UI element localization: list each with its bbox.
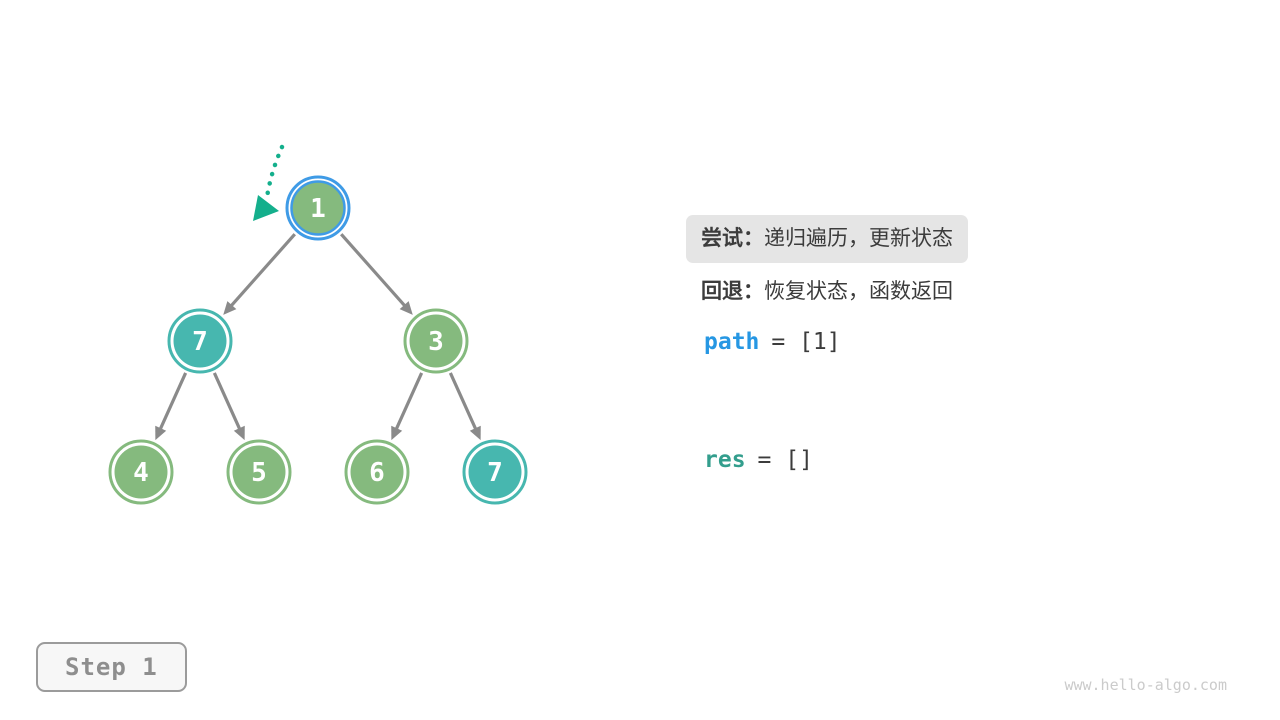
res-variable-value: = [] bbox=[757, 447, 813, 473]
traversal-pointer-dots bbox=[264, 144, 285, 200]
tree-node-n1: 1 bbox=[285, 175, 351, 241]
traversal-pointer-arrowhead bbox=[253, 195, 279, 221]
tree-node-n5: 5 bbox=[226, 439, 292, 505]
tree-node-label: 3 bbox=[428, 327, 444, 357]
tree-edge-arrowhead bbox=[391, 425, 403, 441]
path-variable-value: = [1] bbox=[771, 329, 841, 355]
try-step-text: 递归遍历，更新状态 bbox=[764, 227, 953, 250]
tree-edge-arrowhead bbox=[233, 425, 245, 441]
tree-node-n3: 3 bbox=[403, 308, 469, 374]
backtrack-step-text: 恢复状态，函数返回 bbox=[764, 280, 953, 303]
tree-node-n4: 4 bbox=[108, 439, 174, 505]
try-step-label: 尝试： bbox=[701, 227, 764, 250]
tree-edge bbox=[228, 233, 296, 309]
tree-node-n6: 6 bbox=[344, 439, 410, 505]
tree-node-label: 4 bbox=[133, 458, 149, 488]
try-step-line: 尝试：递归遍历，更新状态 bbox=[686, 215, 968, 263]
tree-node-label: 7 bbox=[192, 327, 208, 357]
backtrack-step-line: 回退：恢复状态，函数返回 bbox=[701, 281, 953, 302]
tree-node-label: 6 bbox=[369, 458, 385, 488]
watermark: www.hello-algo.com bbox=[1064, 676, 1227, 694]
tree-edge-arrowhead bbox=[469, 425, 481, 441]
path-variable-line: path = [1] bbox=[704, 331, 841, 354]
tree-edge bbox=[158, 372, 188, 432]
tree-edge bbox=[212, 372, 242, 432]
res-variable-name: res bbox=[704, 447, 746, 473]
tree-edge-arrowhead bbox=[399, 301, 413, 315]
backtrack-step-label: 回退： bbox=[701, 280, 764, 303]
tree-node-label: 5 bbox=[251, 458, 267, 488]
path-variable-name: path bbox=[704, 329, 760, 355]
step-badge: Step 1 bbox=[36, 642, 187, 692]
binary-tree-diagram: 1 7 3 4 5 6 7 bbox=[108, 144, 528, 505]
tree-edge bbox=[448, 372, 478, 432]
tree-node-label: 1 bbox=[310, 194, 326, 224]
tree-node-n7r: 7 bbox=[462, 439, 528, 505]
tree-node-n7l: 7 bbox=[167, 308, 233, 374]
tree-edge bbox=[394, 372, 424, 432]
res-variable-line: res = [] bbox=[704, 449, 813, 472]
tree-node-label: 7 bbox=[487, 458, 503, 488]
tree-edge-arrowhead bbox=[223, 301, 237, 315]
tree-edge-arrowhead bbox=[155, 425, 167, 441]
tree-edge bbox=[340, 233, 408, 309]
